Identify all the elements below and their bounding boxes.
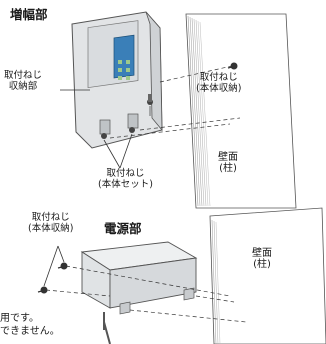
lower-wall-label-line1: 壁面: [252, 248, 272, 259]
amplifier-screw-stored-label: 取付ねじ (本体収納): [196, 72, 241, 94]
wall-screw-upper: [227, 62, 238, 70]
screw-storage-label-line2: 収納部: [8, 81, 38, 92]
screw-storage-label: 取付ねじ 収納部: [4, 70, 42, 92]
power-screw-stored-label: 取付ねじ (本体収納): [28, 212, 73, 234]
upper-wall-label-line2: (柱): [219, 163, 237, 174]
power-screw-bottom: [37, 286, 48, 294]
amplifier-screw-stored-label-line2: (本体収納): [196, 83, 242, 94]
lower-wall-label: 壁面 (柱): [252, 248, 272, 270]
amplifier-screw-set-label: 取付ねじ (本体セット): [98, 168, 153, 190]
amplifier-screw-stored-label-line1: 取付ねじ: [199, 72, 238, 83]
screw-storage-label-line1: 取付ねじ: [4, 70, 43, 81]
lower-leader-lines: [43, 245, 247, 323]
power-screw-stored-label-line1: 取付ねじ: [31, 212, 70, 223]
amplifier-title: 増幅部: [10, 7, 48, 22]
upper-wall-label: 壁面 (柱): [218, 152, 238, 174]
upper-wall-panel: [185, 13, 297, 209]
power-title: 電源部: [104, 221, 142, 236]
upper-wall-label-line1: 壁面: [218, 152, 238, 163]
amplifier-screw-set-label-line1: 取付ねじ: [106, 168, 145, 179]
lower-wall-label-line2: (柱): [253, 259, 271, 270]
amplifier-screw-set-left: [101, 133, 107, 139]
note-text: 用です。 できません。: [0, 312, 60, 338]
upper-leader-lines: [60, 65, 241, 169]
amplifier-unit: [71, 11, 163, 149]
amplifier-screw-set-label-line2: (本体セット): [98, 179, 153, 190]
power-unit: [80, 241, 198, 344]
lower-wall-panel: [209, 207, 326, 344]
amplifier-screw-set-right: [129, 127, 135, 133]
power-screw-stored-label-line2: (本体収納): [28, 223, 74, 234]
power-screw-left: [57, 262, 68, 270]
amplifier-screw-stored: [147, 94, 153, 105]
note-line1: 用です。: [0, 313, 39, 324]
note-line2: できません。: [0, 326, 60, 337]
